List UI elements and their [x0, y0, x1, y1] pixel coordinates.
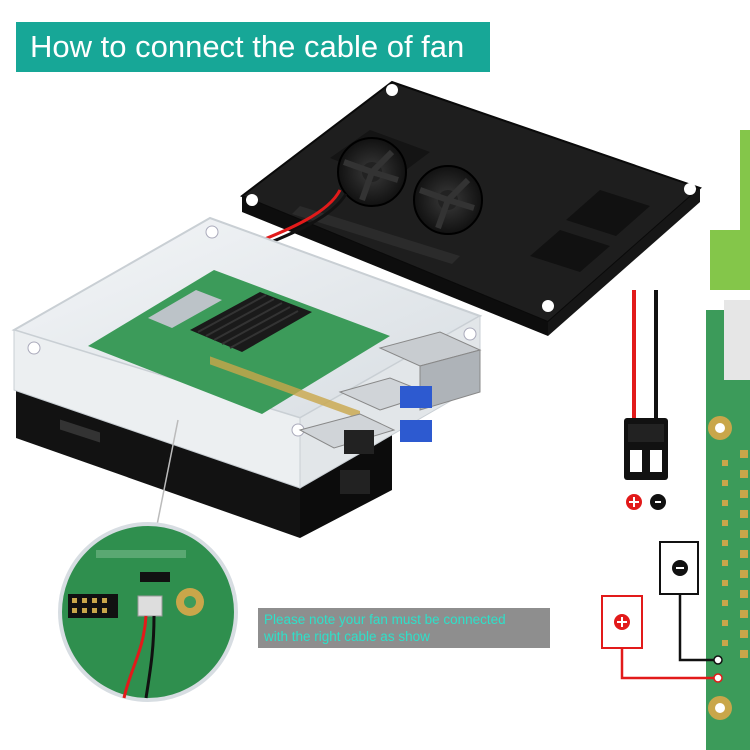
pin-callouts [601, 541, 723, 683]
ports [298, 331, 482, 494]
fan-icon [330, 130, 483, 235]
fan-connector [624, 290, 668, 510]
zoom-detail [58, 522, 238, 702]
note-line-1: Please note your fan must be connected [264, 612, 506, 627]
page-title: How to connect the cable of fan [30, 29, 465, 64]
pi-board-edge [706, 130, 750, 750]
note-line-2: with the right cable as show [264, 629, 430, 644]
circuit-board-icon [88, 270, 390, 420]
note-box: Please note your fan must be connected w… [258, 608, 550, 648]
title-banner: How to connect the cable of fan [16, 22, 490, 72]
